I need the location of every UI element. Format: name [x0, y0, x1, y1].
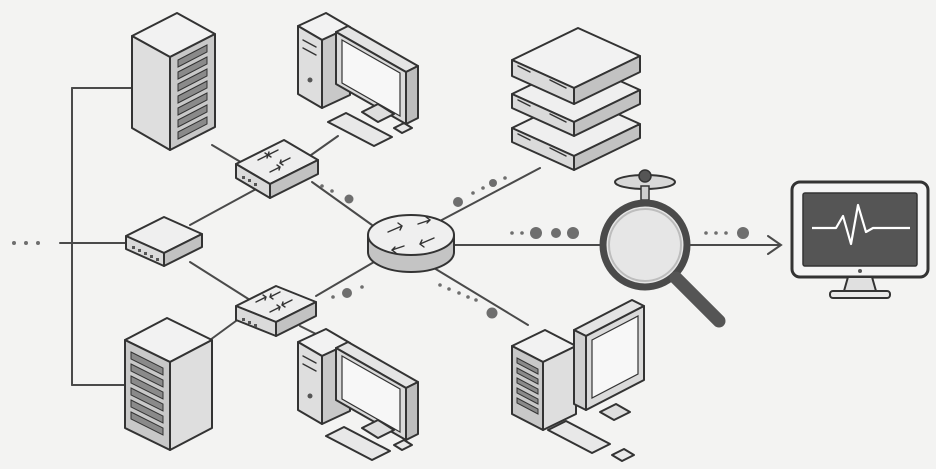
packet-trail-router-bottom-right — [438, 283, 498, 319]
tower-server-top — [131, 12, 216, 151]
packet-trail-router-inspector — [510, 227, 579, 239]
packet-trail-top-switch-router — [320, 184, 354, 204]
link-bottom-switch-to-router — [315, 261, 375, 297]
link-hub-to-top-switch — [189, 187, 259, 226]
packet-trail-inspector-monitor — [704, 227, 749, 239]
packet-trail-bottom-switch-router — [331, 285, 364, 299]
network-switch-icon — [235, 139, 319, 199]
network-hub-icon — [125, 216, 203, 267]
network-switch-top — [235, 139, 319, 199]
link-top-switch-to-top-server — [211, 144, 245, 165]
desktop-computer-bottom — [297, 328, 419, 461]
link-hub-to-bottom-switch — [189, 261, 251, 301]
incoming-packet-trail — [12, 241, 40, 245]
tower-server-icon — [124, 317, 213, 451]
heartbeat-monitor — [790, 180, 930, 299]
link-top-switch-to-router — [311, 181, 373, 226]
packet-inspector — [599, 169, 726, 328]
desktop-computer-icon — [297, 12, 419, 147]
network-switch-bottom — [235, 285, 317, 337]
tower-server-bottom — [124, 317, 213, 451]
router-icon — [367, 214, 455, 273]
packet-trail-router-rack — [453, 176, 507, 207]
arrow-icon — [767, 235, 783, 255]
desktop-computer-bottom-right — [511, 299, 645, 462]
connections — [59, 87, 783, 386]
desktop-computer-icon — [297, 328, 419, 461]
packet-inspector-magnifier-icon — [599, 169, 726, 328]
desktop-computer-icon — [511, 299, 645, 462]
router — [367, 214, 455, 273]
network-hub — [125, 216, 203, 267]
network-switch-icon — [235, 285, 317, 337]
link-router-to-rack-server — [437, 167, 541, 223]
data-packets — [12, 176, 749, 319]
heartbeat-monitor-icon — [790, 180, 930, 299]
link-router-to-bottom-right-desktop — [433, 267, 529, 326]
desktop-computer-top — [297, 12, 419, 147]
stacked-rack-server-icon — [511, 27, 641, 171]
link-bottom-switch-to-bottom-server — [209, 317, 241, 341]
rack-server-stack — [511, 27, 641, 171]
tower-server-icon — [131, 12, 216, 151]
